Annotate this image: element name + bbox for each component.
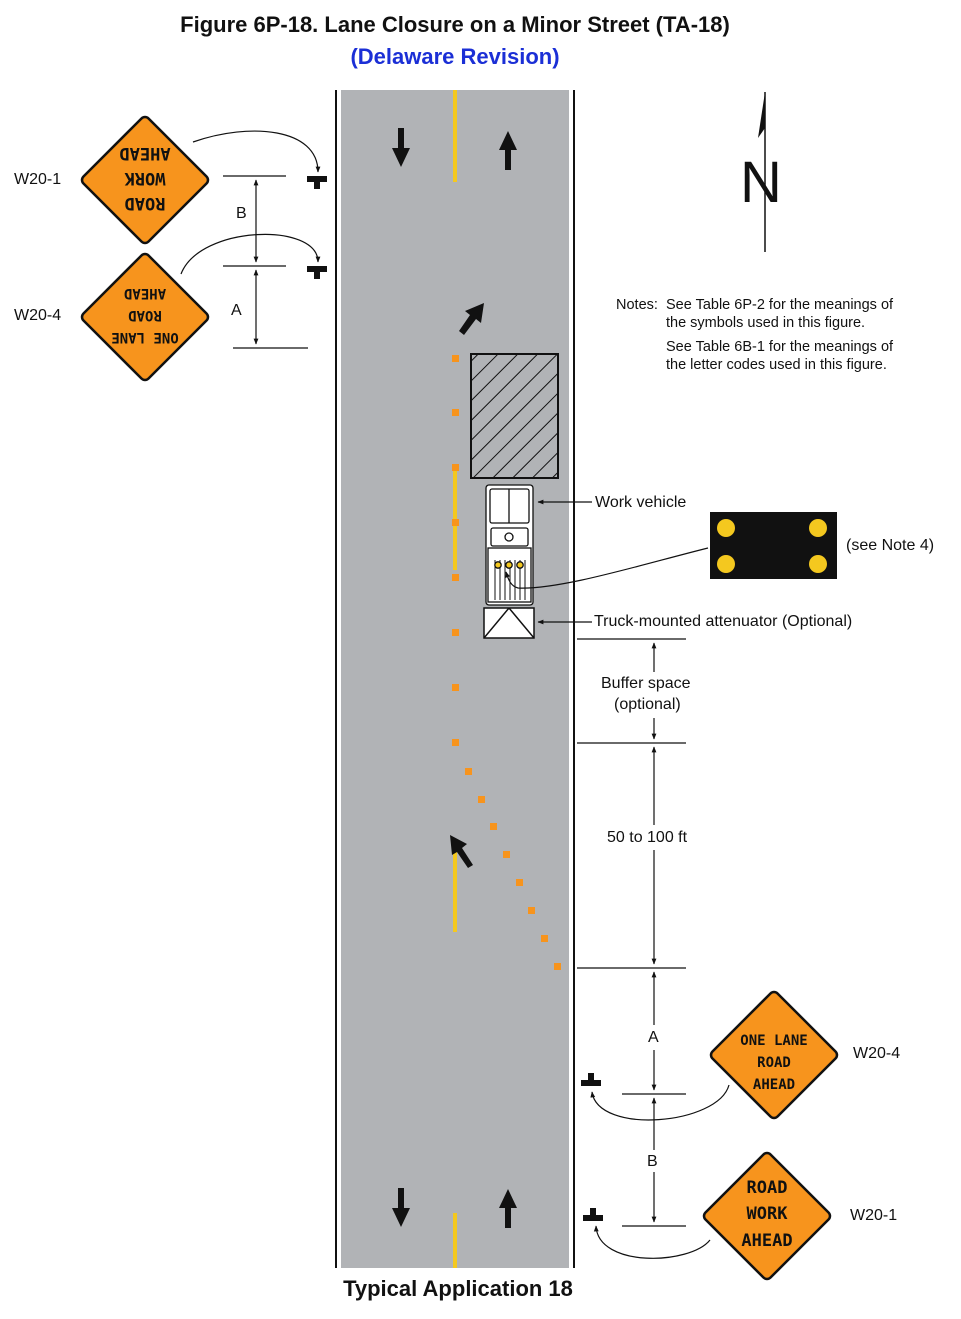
sign-road-work-ahead-top: ROAD WORK AHEAD xyxy=(80,115,210,245)
notes-line-4: the letter codes used in this figure. xyxy=(666,357,887,373)
dimension-a-bottom: A xyxy=(648,1029,659,1046)
merge-arrow-lower xyxy=(450,835,473,868)
dimension-b-top: B xyxy=(236,205,247,222)
sign-text-road2-bottom: ROAD xyxy=(757,1055,791,1071)
sign-code-w20-4-top: W20-4 xyxy=(14,307,62,324)
notes-line-3: See Table 6B-1 for the meanings of xyxy=(666,339,894,355)
sign-text-road2-top: ROAD xyxy=(128,307,162,323)
northbound-arrow-bottom xyxy=(499,1189,517,1228)
work-vehicle xyxy=(485,484,534,606)
northbound-arrow-top xyxy=(499,131,517,170)
figure-subtitle: (Delaware Revision) xyxy=(350,44,560,69)
dimension-b-bottom: B xyxy=(647,1153,658,1170)
dimensions-top xyxy=(223,175,308,349)
figure-footer: Typical Application 18 xyxy=(343,1276,573,1301)
sign-text-ahead-top: AHEAD xyxy=(119,143,170,163)
buffer-space-label: Buffer space xyxy=(601,675,691,692)
arrow-board xyxy=(710,512,837,579)
sign-text-ahead2-bottom: AHEAD xyxy=(753,1077,795,1093)
sign-text-ahead-bottom: AHEAD xyxy=(741,1231,792,1251)
sign-one-lane-road-ahead-top: ONE LANE ROAD AHEAD xyxy=(80,252,210,382)
sign-code-w20-1-bottom: W20-1 xyxy=(850,1207,898,1224)
sign-text-road-bottom: ROAD xyxy=(747,1178,788,1198)
sign-one-lane-road-ahead-bottom: ONE LANE ROAD AHEAD xyxy=(709,990,839,1120)
sign-text-one-lane-bottom: ONE LANE xyxy=(740,1033,807,1049)
work-area xyxy=(470,353,559,479)
merge-arrow-upper xyxy=(459,303,484,335)
sign-text-road-top: ROAD xyxy=(125,193,166,213)
channelizing-devices xyxy=(452,355,561,970)
sign-road-work-ahead-bottom: ROAD WORK AHEAD xyxy=(702,1151,832,1281)
sign-text-work-top: WORK xyxy=(124,168,166,188)
buffer-optional-label: (optional) xyxy=(614,696,681,713)
sign-text-one-lane-top: ONE LANE xyxy=(111,329,178,345)
sign-code-w20-4-bottom: W20-4 xyxy=(853,1045,901,1062)
sign-code-w20-1-top: W20-1 xyxy=(14,171,62,188)
north-label: N xyxy=(740,150,782,215)
sign-posts-top xyxy=(307,176,603,1221)
truck-mounted-attenuator xyxy=(483,607,535,639)
leader-lines xyxy=(505,499,709,625)
see-note-label: (see Note 4) xyxy=(846,537,935,554)
notes-prefix: Notes: xyxy=(616,297,658,313)
north-arrow xyxy=(758,92,766,252)
traffic-arrows xyxy=(392,128,517,1228)
notes-line-1: See Table 6P-2 for the meanings of xyxy=(666,297,894,313)
roadway xyxy=(341,90,569,1268)
attenuator-label: Truck-mounted attenuator (Optional) xyxy=(594,613,853,630)
sign-text-ahead2-top: AHEAD xyxy=(124,285,166,301)
southbound-arrow-top xyxy=(392,128,410,167)
dimension-a-top: A xyxy=(231,302,242,319)
dimensions-right xyxy=(577,638,686,1227)
work-vehicle-label: Work vehicle xyxy=(595,494,687,511)
taper-length-label: 50 to 100 ft xyxy=(607,829,688,846)
notes-line-2: the symbols used in this figure. xyxy=(666,315,866,331)
figure-title: Figure 6P-18. Lane Closure on a Minor St… xyxy=(180,12,730,37)
sign-text-work-bottom: WORK xyxy=(747,1204,789,1224)
southbound-arrow-bottom xyxy=(392,1188,410,1227)
